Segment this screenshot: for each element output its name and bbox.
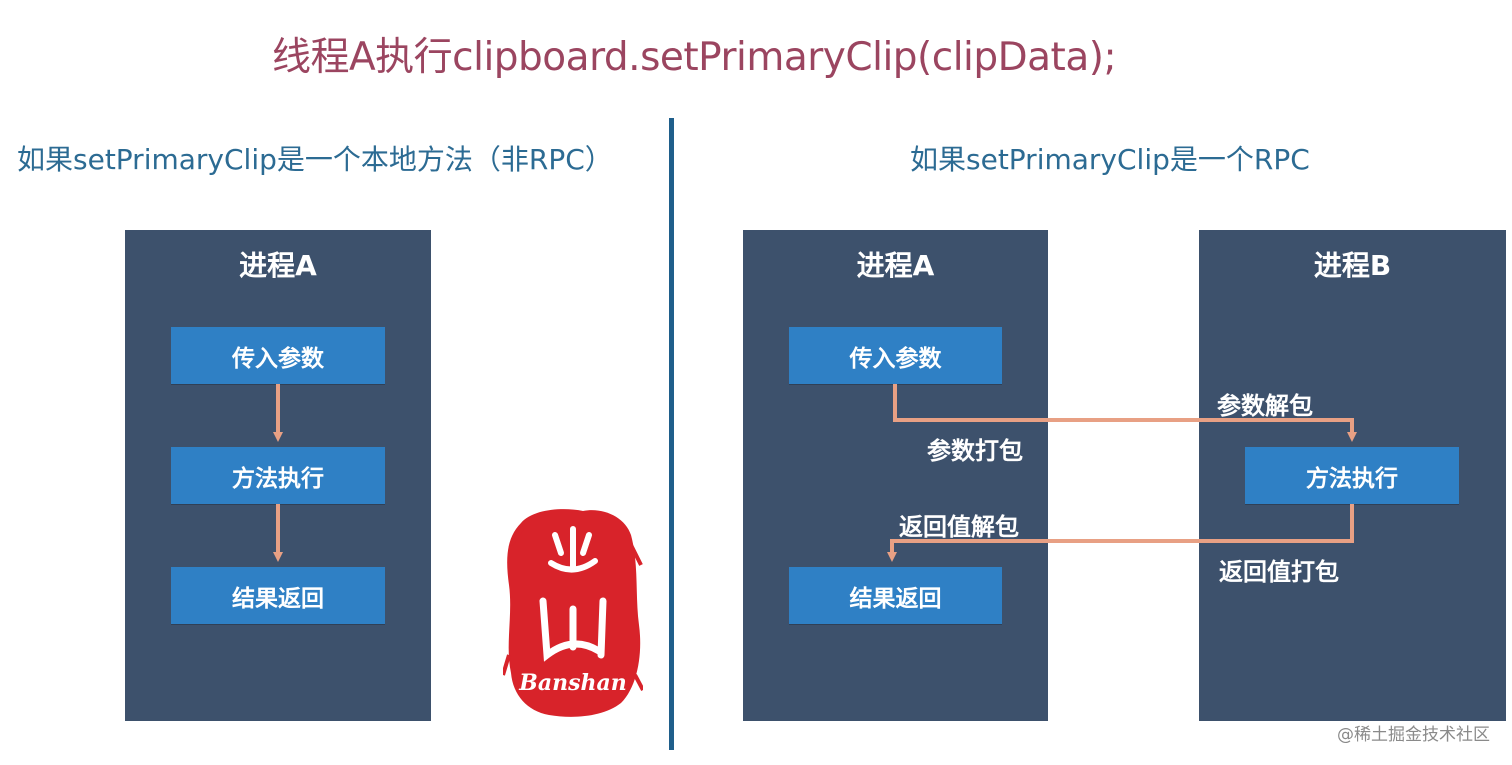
page-title: 线程A执行clipboard.setPrimaryClip(clipData); — [272, 35, 1117, 80]
local-step-return: 结果返回 — [171, 567, 385, 624]
rpc-process-b-label: 进程B — [1313, 249, 1392, 282]
local-step-pass-params: 传入参数 — [171, 327, 385, 384]
watermark: @稀土掘金技术社区 — [1337, 725, 1490, 745]
label-pack-return: 返回值打包 — [1219, 558, 1339, 586]
rpc-step-pass-params: 传入参数 — [789, 327, 1002, 384]
local-process-a-label: 进程A — [239, 249, 317, 282]
seal-text: Banshan — [518, 670, 626, 696]
section-divider — [669, 118, 674, 750]
rpc-step-execute: 方法执行 — [1245, 447, 1459, 504]
rpc-step-return: 结果返回 — [789, 567, 1002, 624]
rpc-process-a-label: 进程A — [856, 249, 935, 282]
label-unpack-return: 返回值解包 — [899, 513, 1019, 541]
local-step-execute: 方法执行 — [171, 447, 385, 504]
label-pack-params: 参数打包 — [927, 437, 1023, 465]
local-method-heading: 如果setPrimaryClip是一个本地方法（非RPC） — [17, 143, 613, 176]
label-unpack-params: 参数解包 — [1217, 392, 1313, 420]
seal-logo: Banshan — [503, 509, 643, 717]
rpc-heading: 如果setPrimaryClip是一个RPC — [910, 143, 1310, 176]
rpc-process-a-panel: 进程A — [743, 230, 1048, 721]
